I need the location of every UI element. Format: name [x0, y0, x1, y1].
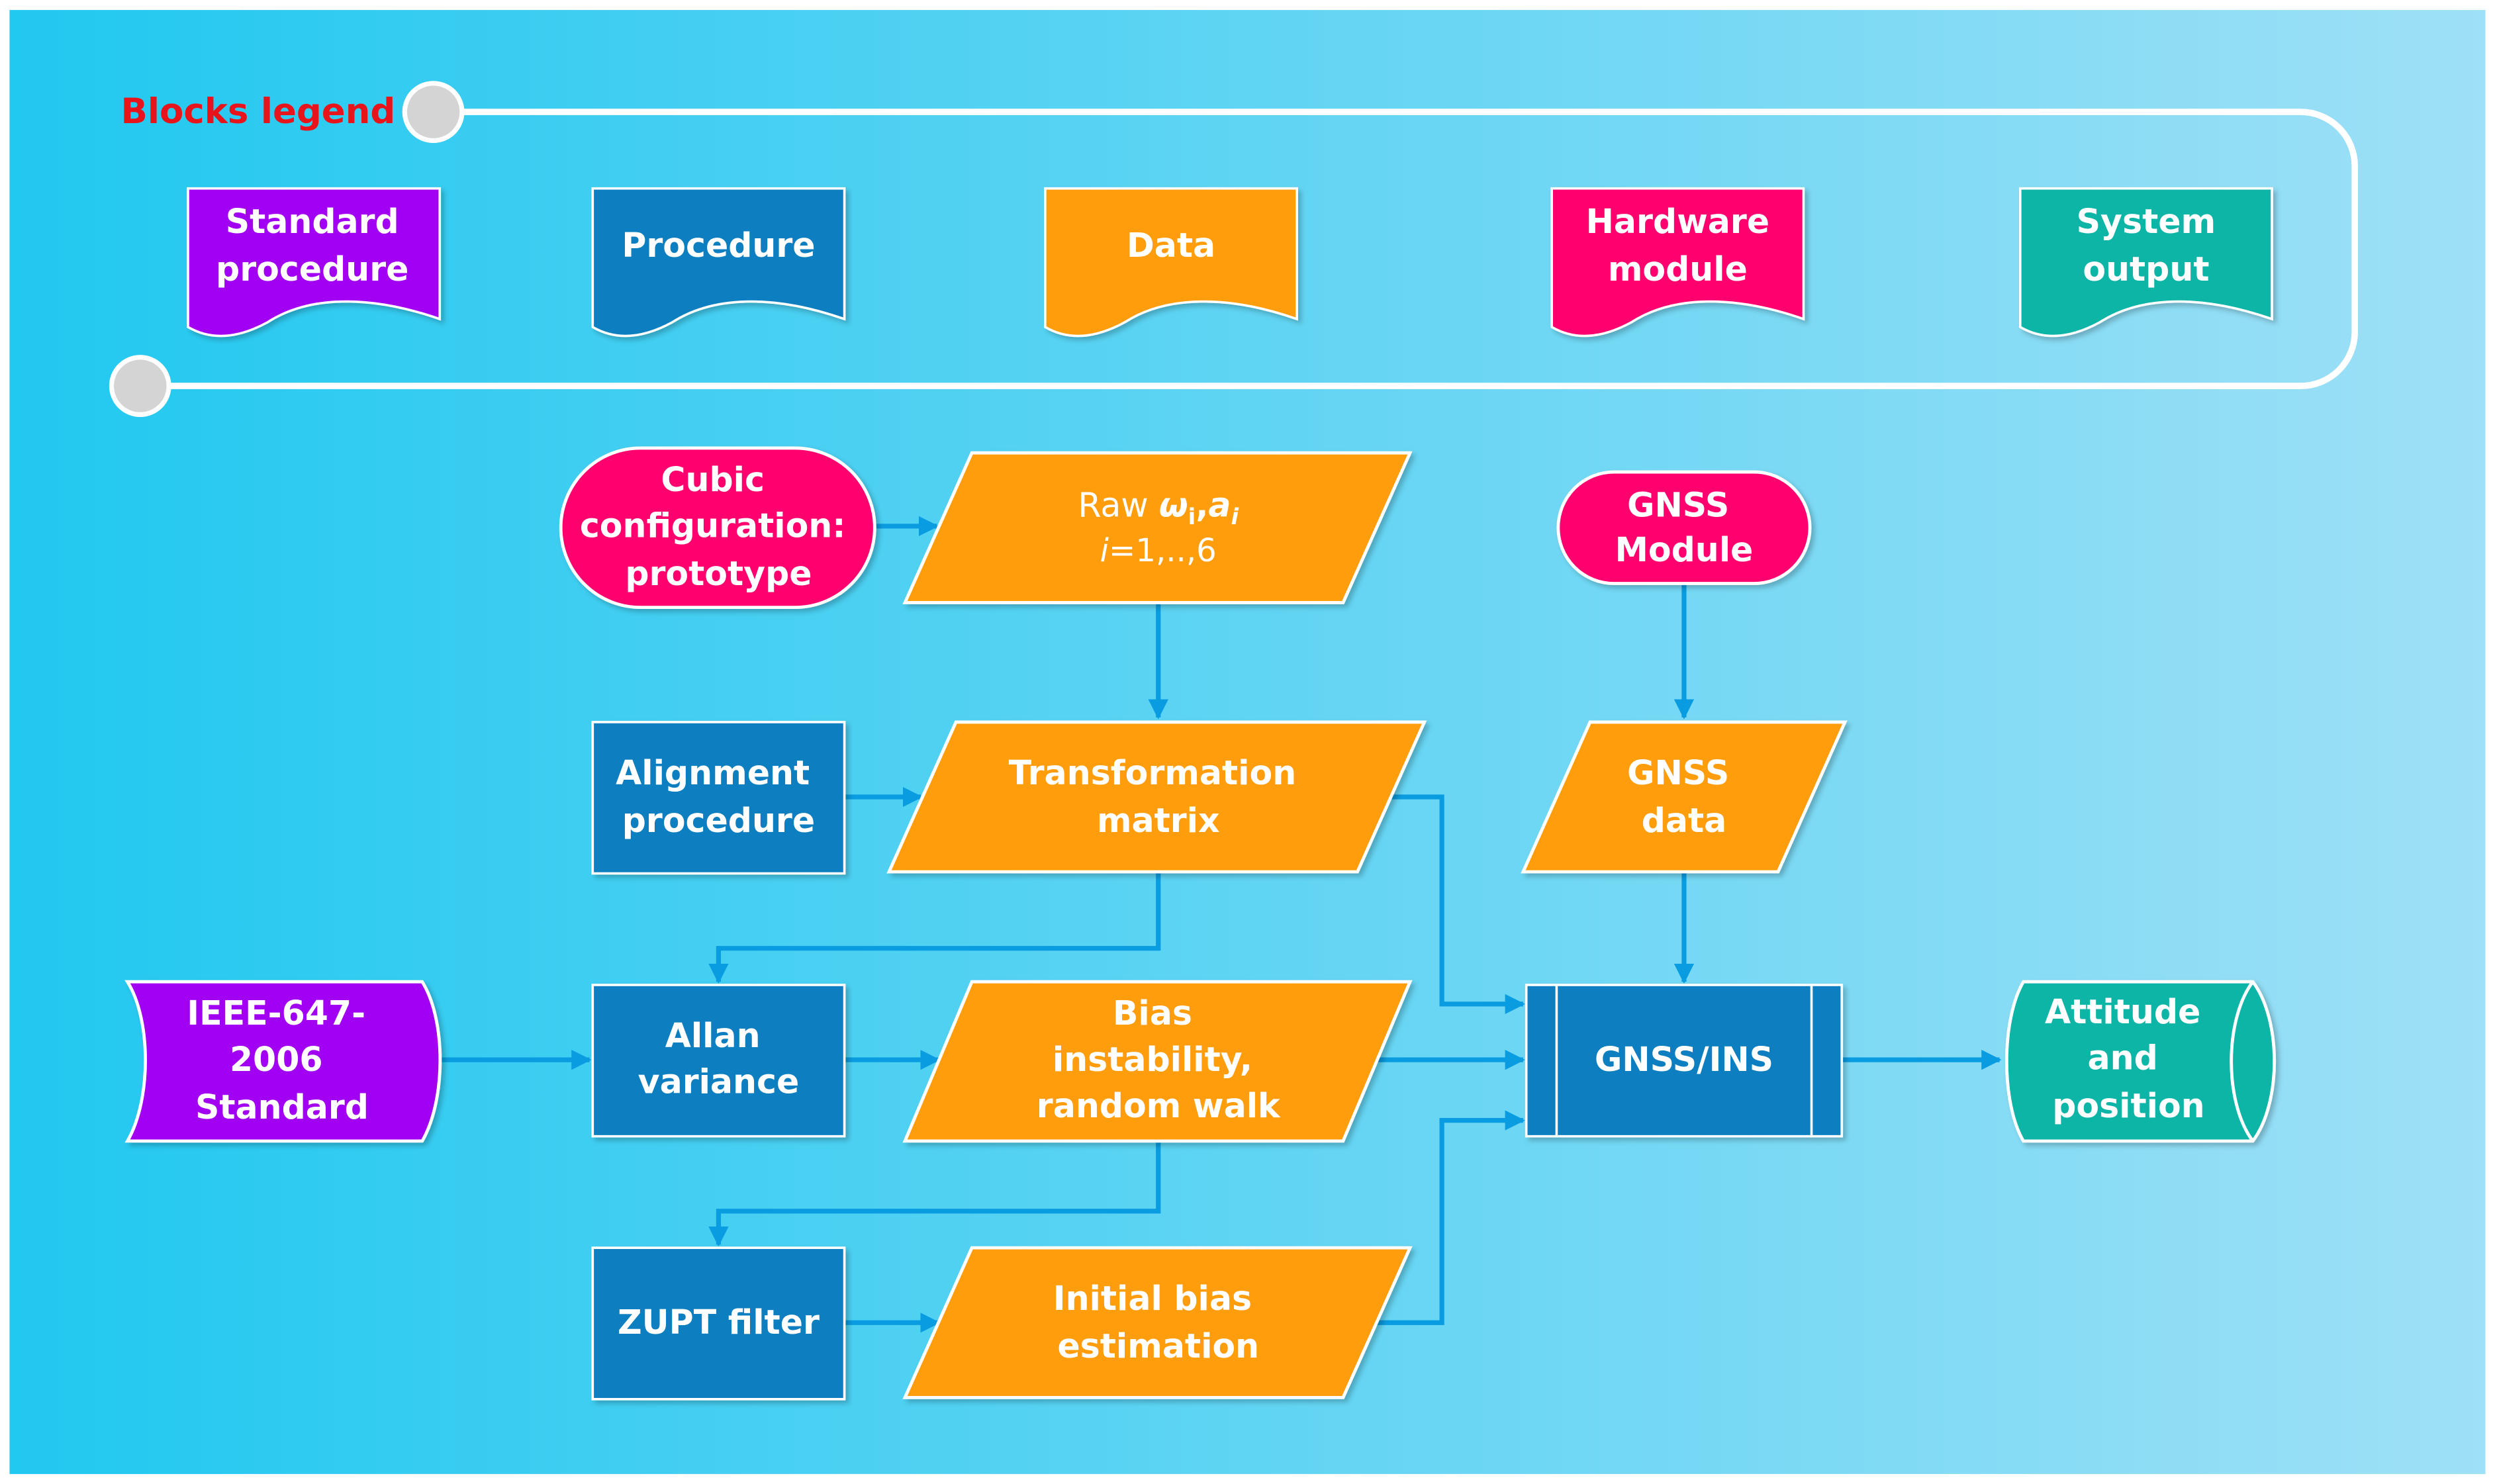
svg-text:Initial bias estimation: Initial bias estimation	[1053, 1279, 1264, 1366]
svg-text:Raw ωi,ai: Raw ωi,ai	[1078, 485, 1239, 530]
legend-frame: Blocks legend	[109, 81, 2359, 418]
allan-variance-shape	[591, 984, 846, 1138]
svg-text:GNSS Module: GNSS Module	[1615, 485, 1754, 569]
gnss-module-shape	[1556, 470, 1812, 585]
node-raw-data: Raw ωi,ai i=1,..,6	[902, 451, 1413, 604]
node-attitude-position: Attitude and position	[2005, 980, 2276, 1143]
svg-text:i=1,..,6: i=1,..,6	[1100, 532, 1217, 569]
legend-start-dot	[402, 81, 465, 144]
svg-text:GNSS/INS: GNSS/INS	[1595, 1040, 1773, 1079]
node-initial-bias-estimation: Initial bias estimation	[902, 1246, 1413, 1399]
svg-text:GNSS data: GNSS data	[1627, 753, 1741, 840]
legend-procedure-shape	[591, 187, 846, 338]
connectors	[438, 516, 2002, 1333]
node-gnss-module: GNSS Module	[1556, 470, 1812, 585]
alignment-procedure-shape	[591, 721, 846, 875]
node-gnss-ins: GNSS/INS	[1525, 984, 1844, 1138]
gnss-ins-shape	[1525, 984, 1844, 1138]
arrow-transformation-to-allan	[708, 872, 1161, 984]
svg-text:Alignment procedure: Alignment procedure	[616, 753, 822, 840]
svg-text:Data: Data	[1127, 226, 1215, 265]
svg-text:IEEE-647- 2006 Sta: IEEE-647- 2006 Standard	[187, 994, 377, 1127]
cubic-configuration-shape	[559, 446, 876, 610]
svg-text:Attitude and posit: Attitude and position	[2045, 992, 2212, 1125]
legend-hardware-module-shape	[1550, 187, 1805, 338]
ieee-standard-shape	[124, 980, 442, 1143]
svg-text:Cubic configuration:: Cubic configuration: prototype	[580, 460, 857, 593]
node-zupt-filter: ZUPT filter	[591, 1246, 846, 1401]
svg-text:Allan variance: Allan variance	[638, 1016, 800, 1101]
legend-item-data: Data	[1044, 187, 1298, 338]
svg-text:Transformation matrix: Transformation matrix	[1009, 753, 1308, 840]
raw-data-shape	[902, 451, 1413, 604]
gnss-data-shape	[1521, 720, 1848, 874]
legend-standard-procedure-shape	[187, 187, 442, 338]
node-alignment-procedure: Alignment procedure	[591, 721, 846, 875]
node-gnss-data: GNSS data	[1521, 720, 1848, 874]
initial-bias-estimation-shape	[902, 1246, 1413, 1399]
legend-title: Blocks legend	[120, 91, 395, 132]
transformation-matrix-shape	[886, 720, 1427, 874]
legend-data-shape	[1044, 187, 1298, 338]
arrow-initial-bias-to-gnss-ins	[1373, 1110, 1525, 1325]
svg-text:Bias instability,: Bias instability, random walk	[1037, 994, 1281, 1125]
zupt-filter-shape	[591, 1246, 846, 1401]
node-bias-instability: Bias instability, random walk	[902, 980, 1413, 1143]
node-transformation-matrix: Transformation matrix	[886, 720, 1427, 874]
legend-end-dot	[109, 355, 171, 418]
legend-system-output-shape	[2018, 187, 2273, 338]
attitude-position-inner-curve	[2230, 980, 2255, 1142]
svg-text:Procedure: Procedure	[622, 226, 815, 265]
arrow-bias-to-zupt	[708, 1140, 1161, 1247]
node-cubic-configuration: Cubic configuration: prototype	[559, 446, 876, 610]
legend-item-procedure: Procedure	[591, 187, 846, 338]
node-allan-variance: Allan variance	[591, 984, 846, 1138]
svg-text:ZUPT filter: ZUPT filter	[618, 1303, 820, 1342]
arrow-transformation-to-gnss-ins	[1389, 794, 1525, 1015]
bias-instability-shape	[902, 980, 1413, 1143]
node-ieee-standard: IEEE-647- 2006 Standard	[124, 980, 442, 1143]
